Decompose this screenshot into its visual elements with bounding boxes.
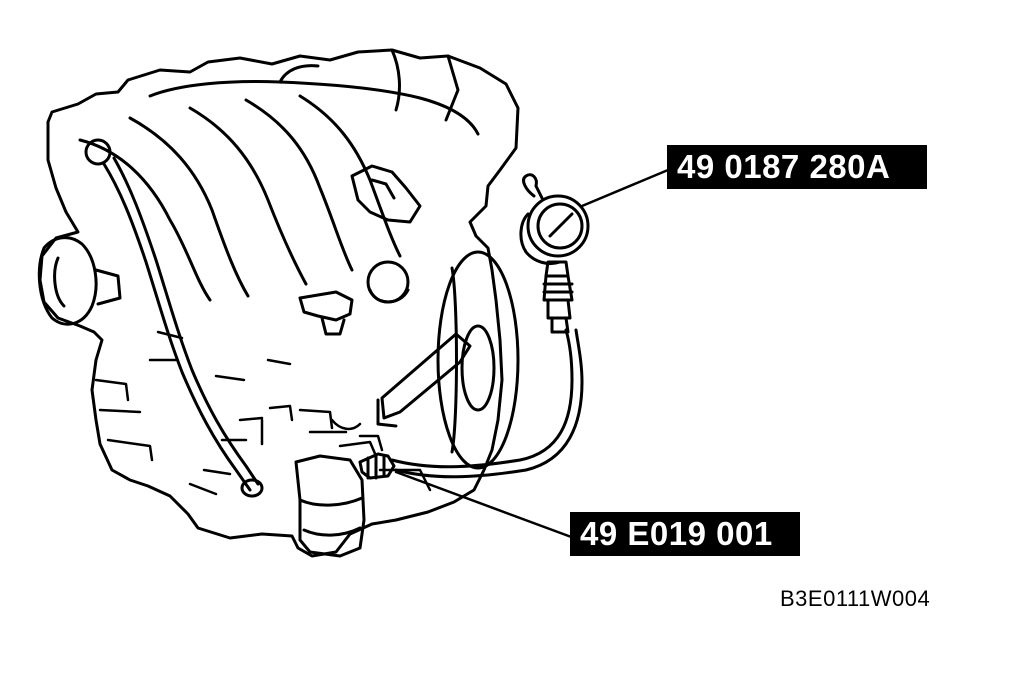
gauge-body [519, 212, 562, 266]
timing-ring [436, 250, 520, 470]
timing-ring-inner [460, 324, 496, 412]
gauge-fittings [542, 260, 574, 334]
timing-ring-edge [450, 266, 458, 454]
adapter-part-number-callout: 49 E019 001 [570, 512, 800, 556]
block-details [94, 330, 432, 496]
throttle-body [350, 164, 422, 224]
intake-plenum [148, 48, 480, 136]
adapter-leader-line [394, 470, 576, 540]
gauge-needle [548, 212, 574, 238]
bracket-arm [376, 332, 472, 428]
gauge-hose [390, 328, 574, 469]
figure-code-label: B3E0111W004 [780, 586, 931, 611]
sensor-connector [298, 290, 354, 336]
oil-filter-housing [294, 454, 366, 558]
dipstick-tube-inner [112, 156, 260, 486]
left-pulley [37, 236, 122, 326]
intake-runners [78, 94, 402, 302]
dipstick-loop [84, 138, 112, 166]
gauge-leader-line [580, 168, 670, 208]
gauge-hose-inner [394, 328, 584, 479]
compression-gauge-dial [526, 194, 590, 258]
compression-gauge-face [536, 202, 584, 250]
gauge-part-number-callout: 49 0187 280A [667, 145, 927, 189]
side-port-shadow [368, 288, 410, 304]
spark-plug-adapter [358, 452, 396, 480]
engine-block-outline [38, 48, 520, 558]
dipstick-tube-base [240, 478, 264, 498]
dipstick-tube [102, 162, 252, 492]
gauge-hook [522, 173, 544, 200]
